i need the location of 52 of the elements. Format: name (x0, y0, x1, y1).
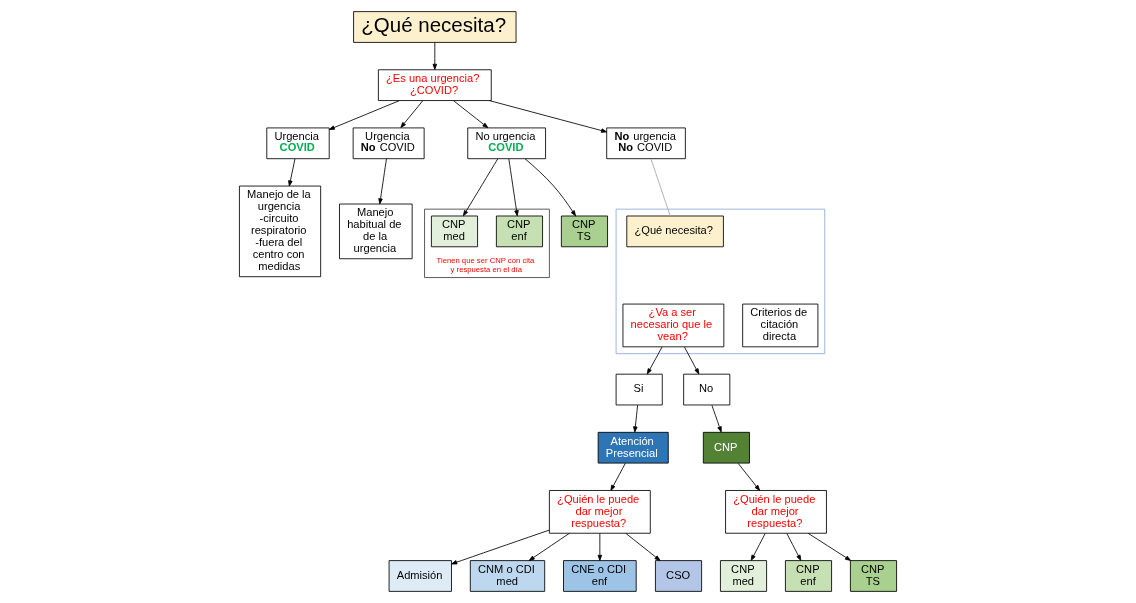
node-box: No urgencia No COVID (606, 127, 686, 160)
arrow (807, 532, 851, 561)
arrow (453, 100, 489, 129)
node-box: ¿Qué necesita? (626, 215, 724, 248)
node-box: Atención Presencial (597, 431, 669, 464)
arrow (786, 533, 802, 561)
arrow (462, 158, 499, 217)
node-box: CNP med (430, 215, 478, 248)
node-box: No (683, 373, 731, 406)
connector (650, 158, 671, 217)
arrow (489, 100, 608, 133)
arrow (625, 532, 661, 561)
node-box: Urgencia No COVID (352, 127, 425, 160)
node-box: ¿Va a ser necesario que le vean? (622, 303, 725, 348)
node-box: Manejo de la urgencia -circuito respiratorio -fuera del centro con medidas (239, 185, 322, 278)
arrow (508, 158, 519, 217)
arrow (400, 100, 424, 128)
node-box: CNP TS (560, 215, 608, 248)
arrow (610, 462, 626, 491)
node-box: CNE o CDI enf (563, 560, 637, 592)
node-box: CNP (702, 431, 750, 464)
arrow (633, 404, 639, 433)
node-box: Manejo habitual de de la urgencia (339, 203, 413, 260)
cluster (615, 208, 826, 355)
arrow (378, 158, 387, 205)
node-box: CNP med (720, 560, 768, 592)
node-box: Si (615, 373, 663, 406)
arrow (432, 42, 438, 70)
node-box: No urgencia COVID (467, 127, 546, 160)
arrow (711, 404, 722, 433)
arrow (737, 462, 761, 491)
node-box: CNP TS (849, 560, 897, 592)
arrow (597, 533, 603, 561)
arrow (750, 533, 766, 561)
arrow (328, 100, 400, 130)
node-box: ¿Es una urgencia? ¿COVID? (377, 69, 492, 101)
arrow (528, 532, 570, 561)
node-box: Admisión (388, 560, 452, 592)
arrow (451, 529, 550, 565)
arrow (684, 346, 700, 375)
arrow (646, 346, 663, 375)
arrow (524, 158, 576, 217)
node-box: ¿Quién le puede dar mejor respuesta? (725, 490, 827, 534)
node-box: CNP enf (785, 560, 832, 592)
arrow (288, 158, 296, 187)
node-box: Urgencia COVID (266, 127, 330, 160)
node-box: CNM o CDI med (469, 560, 546, 592)
node-box: Criterios de citación directa (742, 303, 819, 348)
node-box: CNP enf (495, 215, 543, 248)
node-box: ¿Quién le puede dar mejor respuesta? (548, 490, 651, 534)
node-box: ¿Qué necesita? (353, 11, 517, 43)
node-box: CSO (655, 560, 703, 592)
